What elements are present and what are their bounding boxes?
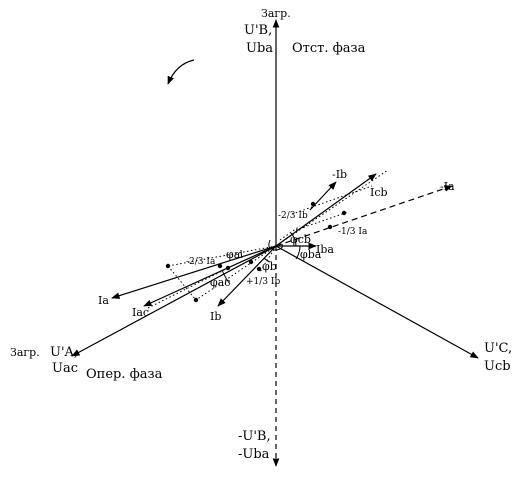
axis-ua bbox=[71, 245, 277, 357]
label-phi-ac: φac bbox=[210, 276, 230, 289]
label-load-left: Загр. bbox=[10, 346, 40, 359]
angle-arc-ac bbox=[221, 269, 231, 285]
label-icb: Icb bbox=[370, 186, 388, 199]
label-one-third-ia: -1/3 Ia bbox=[338, 227, 368, 237]
label-ia: Ia bbox=[98, 294, 109, 307]
label-phi-cb: φcb bbox=[290, 233, 311, 246]
angle-arc-cb bbox=[290, 232, 297, 247]
label-uc-prime: U'C, bbox=[484, 341, 512, 356]
vector-ia bbox=[111, 245, 277, 299]
rotation-arrow-icon bbox=[167, 59, 195, 85]
vector-ib bbox=[217, 245, 277, 307]
label-phi-a: φa bbox=[226, 248, 241, 261]
origin-loop bbox=[268, 239, 283, 251]
vector-iac bbox=[143, 245, 277, 307]
angle-arc-ba bbox=[295, 245, 301, 260]
label-load-top: Загр. bbox=[261, 7, 291, 20]
construction-lines bbox=[147, 169, 389, 309]
angle-arc-b bbox=[263, 257, 271, 263]
axis-neg-ia bbox=[275, 185, 453, 247]
label-neg-ub-prime: -U'B, bbox=[238, 429, 271, 444]
label-two-thirds-ia: -2/3 Ia bbox=[186, 257, 216, 267]
label-lagging-phase: Отст. фаза bbox=[292, 41, 366, 56]
label-two-thirds-ib: -2/3 Ib bbox=[278, 211, 308, 221]
label-neg-ia: -Ia bbox=[440, 180, 455, 193]
construction-dots bbox=[165, 201, 347, 303]
label-iac: Iac bbox=[132, 306, 149, 319]
label-ua-prime: U'A, bbox=[50, 345, 78, 360]
label-uac: Uac bbox=[52, 361, 78, 376]
label-phi-b: φb bbox=[262, 260, 277, 273]
axis-uc bbox=[275, 245, 479, 359]
label-one-third-ib: +1/3 Ib bbox=[246, 277, 280, 287]
label-neg-ib: -Ib bbox=[332, 168, 347, 181]
label-ib: Ib bbox=[210, 310, 221, 323]
label-ub-prime-top: U'B, bbox=[244, 23, 272, 38]
label-ucb: Ucb bbox=[484, 359, 511, 374]
label-iba: Iba bbox=[316, 243, 334, 256]
angle-arc-a bbox=[240, 249, 243, 259]
label-leading-phase: Опер. фаза bbox=[86, 367, 163, 382]
vector-icb bbox=[275, 173, 377, 247]
label-phi-ba: φba bbox=[300, 248, 322, 261]
label-uba-top: Uba bbox=[246, 41, 273, 56]
label-neg-uba: -Uba bbox=[238, 447, 270, 462]
